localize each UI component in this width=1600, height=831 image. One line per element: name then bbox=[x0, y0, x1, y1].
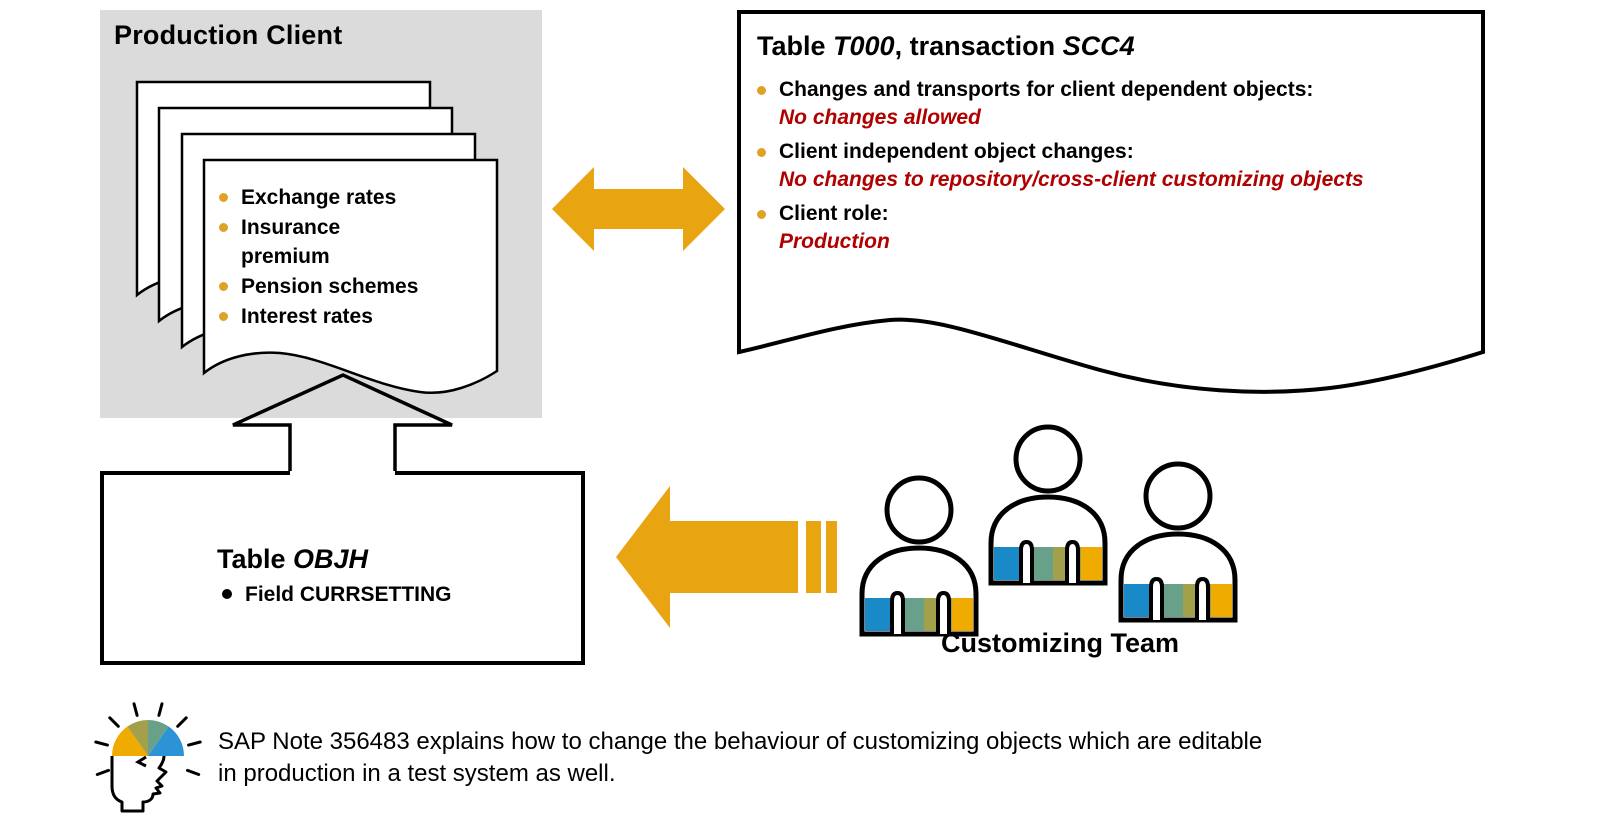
objh-field-item: Field CURRSETTING bbox=[222, 581, 452, 609]
three-people-icon bbox=[862, 427, 1235, 634]
person-icon bbox=[862, 478, 976, 634]
idea-head-icon bbox=[94, 702, 202, 813]
transaction-code: SCC4 bbox=[1062, 31, 1135, 61]
note-line: SAP Note 356483 explains how to change t… bbox=[218, 728, 1263, 755]
list-item: Changes and transports for client depend… bbox=[757, 76, 1447, 132]
t000-settings-list: Changes and transports for client depend… bbox=[757, 76, 1447, 262]
setting-label: Changes and transports for client depend… bbox=[779, 78, 1314, 101]
bullet-icon bbox=[219, 312, 228, 321]
person-icon bbox=[1121, 464, 1235, 620]
double-headed-arrow-icon bbox=[552, 167, 725, 251]
list-item: Client independent object changes: No ch… bbox=[757, 138, 1447, 194]
t000-document-shape bbox=[737, 10, 1485, 394]
block-arrow-up-icon bbox=[232, 373, 453, 471]
client-data-list: Exchange rates Insurance premium Pension… bbox=[219, 183, 469, 332]
block-arrow-left-icon bbox=[616, 486, 837, 628]
list-item: Interest rates bbox=[219, 302, 469, 331]
stacked-documents-icon bbox=[135, 80, 499, 394]
production-client-title: Production Client bbox=[114, 20, 343, 50]
bullet-icon bbox=[222, 589, 232, 599]
setting-value: No changes allowed bbox=[779, 106, 981, 129]
bullet-icon bbox=[757, 210, 766, 219]
objh-box bbox=[100, 471, 585, 665]
setting-value: No changes to repository/cross-client cu… bbox=[779, 168, 1364, 191]
bullet-icon bbox=[219, 193, 228, 202]
note-line: in production in a test system as well. bbox=[218, 760, 616, 787]
list-item: Exchange rates bbox=[219, 183, 469, 212]
customizing-team-label: Customizing Team bbox=[940, 628, 1180, 658]
bullet-icon bbox=[757, 86, 766, 95]
person-icon bbox=[991, 427, 1105, 583]
setting-label: Client role: bbox=[779, 202, 889, 225]
bullet-icon bbox=[757, 148, 766, 157]
table-name: T000 bbox=[833, 31, 895, 61]
list-item: Insurance premium bbox=[219, 213, 469, 271]
sap-note-text: SAP Note 356483 explains how to change t… bbox=[218, 726, 1262, 790]
bullet-icon bbox=[219, 223, 228, 232]
list-item: Pension schemes bbox=[219, 272, 469, 301]
list-item: Client role: Production bbox=[757, 200, 1447, 256]
setting-value: Production bbox=[779, 230, 890, 253]
table-name: OBJH bbox=[293, 544, 369, 574]
bullet-icon bbox=[219, 282, 228, 291]
setting-label: Client independent object changes: bbox=[779, 140, 1134, 163]
objh-title: Table OBJH bbox=[217, 544, 369, 574]
t000-title: Table T000, transaction SCC4 bbox=[757, 31, 1135, 61]
